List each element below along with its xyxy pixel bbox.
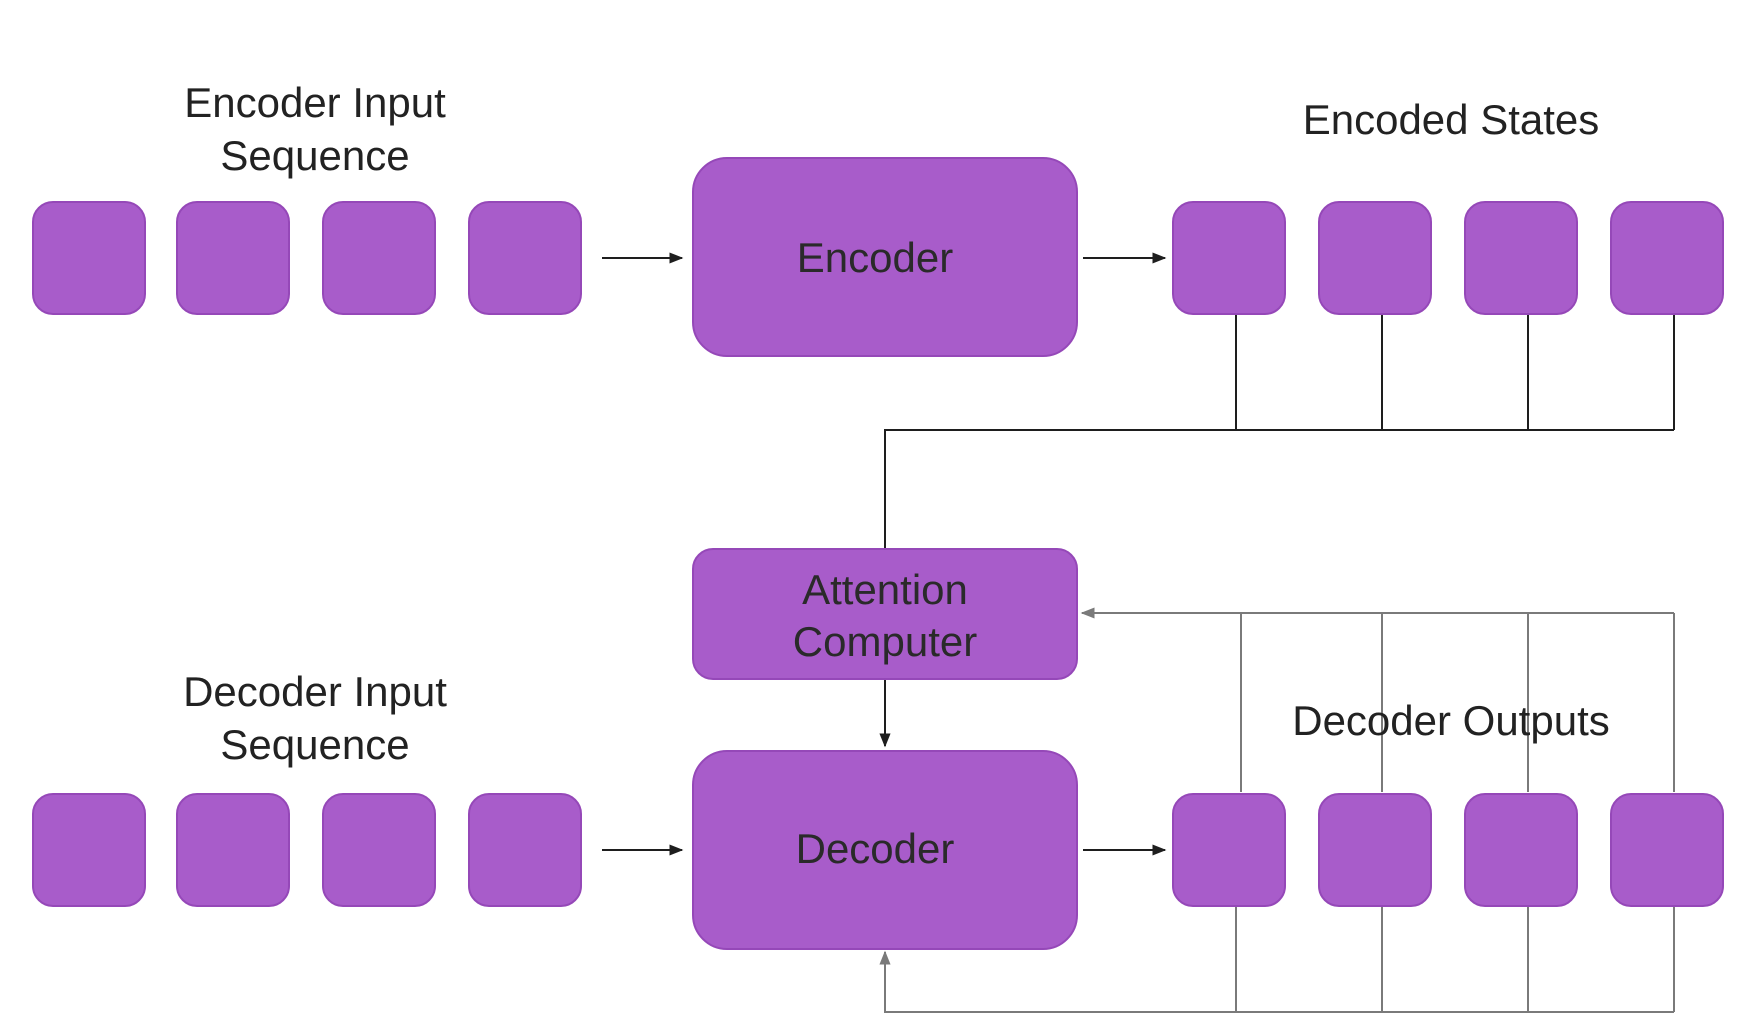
decoder-output-token-3 [1464, 793, 1578, 907]
decoder-label: Decoder [796, 825, 955, 872]
encoder-input-token-2 [176, 201, 290, 315]
encoder-input-token-1 [32, 201, 146, 315]
encoder-input-token-3 [322, 201, 436, 315]
encoder-block: Encoder [692, 157, 1078, 357]
decoder-input-label-line1: Decoder Input [183, 668, 447, 715]
decoder-block: Decoder [692, 750, 1078, 950]
attention-computer-box [692, 548, 1078, 680]
encoder-input-label-line1: Encoder Input [184, 79, 446, 126]
decoder-output-token-4 [1610, 793, 1724, 907]
attention-computer-block: Attention Computer [692, 548, 1078, 680]
encoded-state-token-3 [1464, 201, 1578, 315]
decoder-input-token-1 [32, 793, 146, 907]
encoded-states-label: Encoded States [1303, 96, 1600, 143]
encoder-input-sequence [32, 201, 582, 315]
decoder-outputs-label: Decoder Outputs [1292, 697, 1610, 744]
encoded-state-token-1 [1172, 201, 1286, 315]
decoder-outputs-to-decoder-feedback [879, 906, 1675, 1013]
decoder-input-token-2 [176, 793, 290, 907]
attention-label-line2: Computer [793, 618, 977, 665]
decoder-input-sequence [32, 793, 582, 907]
decoder-output-token-1 [1172, 793, 1286, 907]
encoder-box [692, 157, 1078, 357]
encoded-state-token-2 [1318, 201, 1432, 315]
decoder-box [692, 750, 1078, 950]
decoder-output-token-2 [1318, 793, 1432, 907]
decoder-input-label-line2: Sequence [220, 721, 409, 768]
encoder-input-label-line2: Sequence [220, 132, 409, 179]
encoded-state-token-4 [1610, 201, 1724, 315]
encoded-states [1172, 201, 1724, 315]
decoder-outputs-to-attention-feedback [1080, 607, 1675, 792]
encoder-label: Encoder [797, 234, 953, 281]
connectors [602, 252, 1675, 1013]
attention-label-line1: Attention [802, 566, 968, 613]
section-labels: Encoder Input Sequence Encoded States De… [183, 79, 1610, 768]
encoder-input-token-4 [468, 201, 582, 315]
decoder-outputs [1172, 793, 1724, 907]
decoder-input-token-4 [468, 793, 582, 907]
encoded-states-bus [884, 314, 1675, 549]
decoder-input-token-3 [322, 793, 436, 907]
